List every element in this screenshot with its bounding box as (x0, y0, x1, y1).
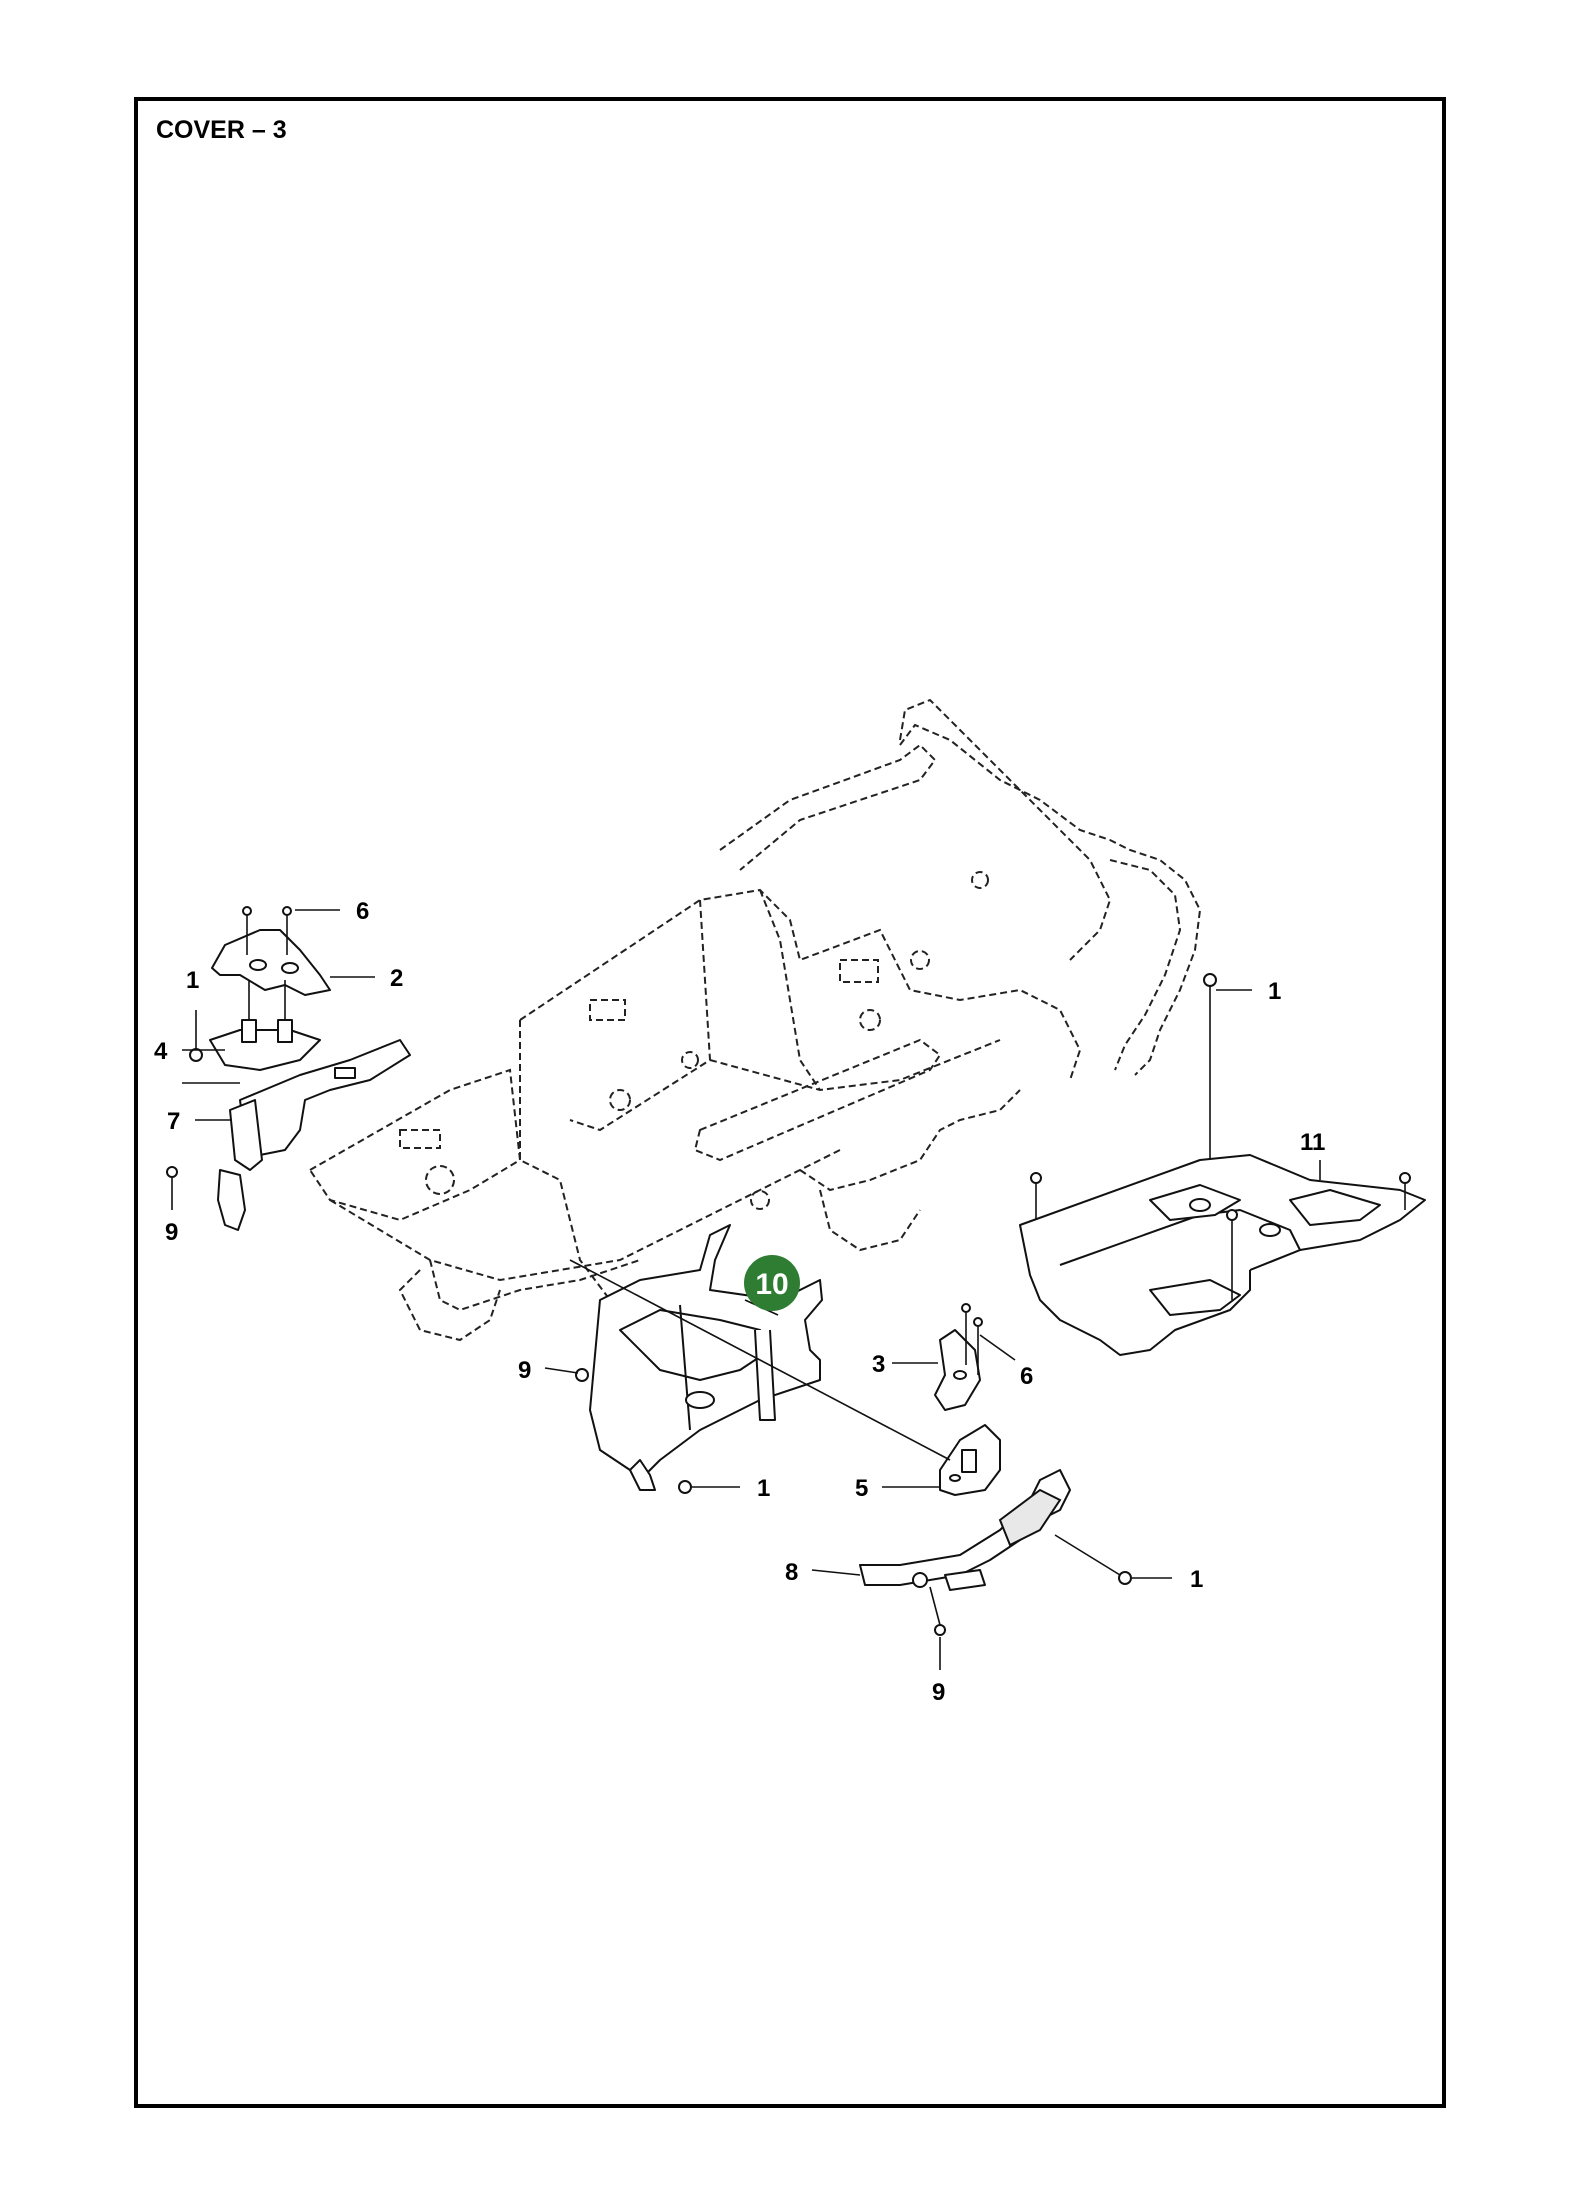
part-10-central-cover (575, 1224, 823, 1494)
callout-7: 7 (167, 1108, 180, 1135)
callout-5: 5 (855, 1475, 868, 1502)
callout-4: 4 (154, 1038, 168, 1065)
part-7-bracket (229, 1039, 411, 1171)
chassis-frame-outline (308, 698, 1202, 1342)
callout-1-upper-right: 1 (1268, 978, 1281, 1005)
part-3-side-cover (934, 1303, 983, 1411)
callout-1-lower-right: 1 (1190, 1566, 1203, 1593)
callout-8: 8 (785, 1559, 798, 1586)
part-5-lower-plate (569, 1259, 1001, 1496)
callout-1-center: 1 (757, 1475, 770, 1502)
part-2-upper-cover (211, 906, 331, 996)
callout-6-top-left: 6 (356, 898, 369, 925)
page-title: COVER – 3 (156, 116, 287, 144)
part-11-floor-panel (1019, 973, 1426, 1356)
callout-leaders (171, 909, 1321, 1670)
callout-10-highlight: 10 (744, 1255, 800, 1311)
callout-6-right: 6 (1020, 1363, 1033, 1390)
callout-9-center: 9 (518, 1357, 531, 1384)
highlight-badge (744, 1255, 800, 1311)
callout-11: 11 (1300, 1129, 1325, 1156)
callout-labels: 6 2 1 4 7 9 9 1 3 6 5 8 1 9 1 11 (154, 898, 1325, 1706)
callout-9-bottom: 9 (932, 1679, 945, 1706)
callout-3: 3 (872, 1351, 885, 1378)
callout-10: 10 (755, 1268, 788, 1301)
callout-9-left: 9 (165, 1219, 178, 1246)
callout-1-left: 1 (186, 967, 199, 994)
part-4-mounting-plate (189, 980, 321, 1071)
part-8-side-guard (859, 1469, 1132, 1636)
callout-2: 2 (390, 965, 403, 992)
part-9-left-guard (166, 1166, 246, 1231)
diagram-frame (134, 97, 1446, 2108)
